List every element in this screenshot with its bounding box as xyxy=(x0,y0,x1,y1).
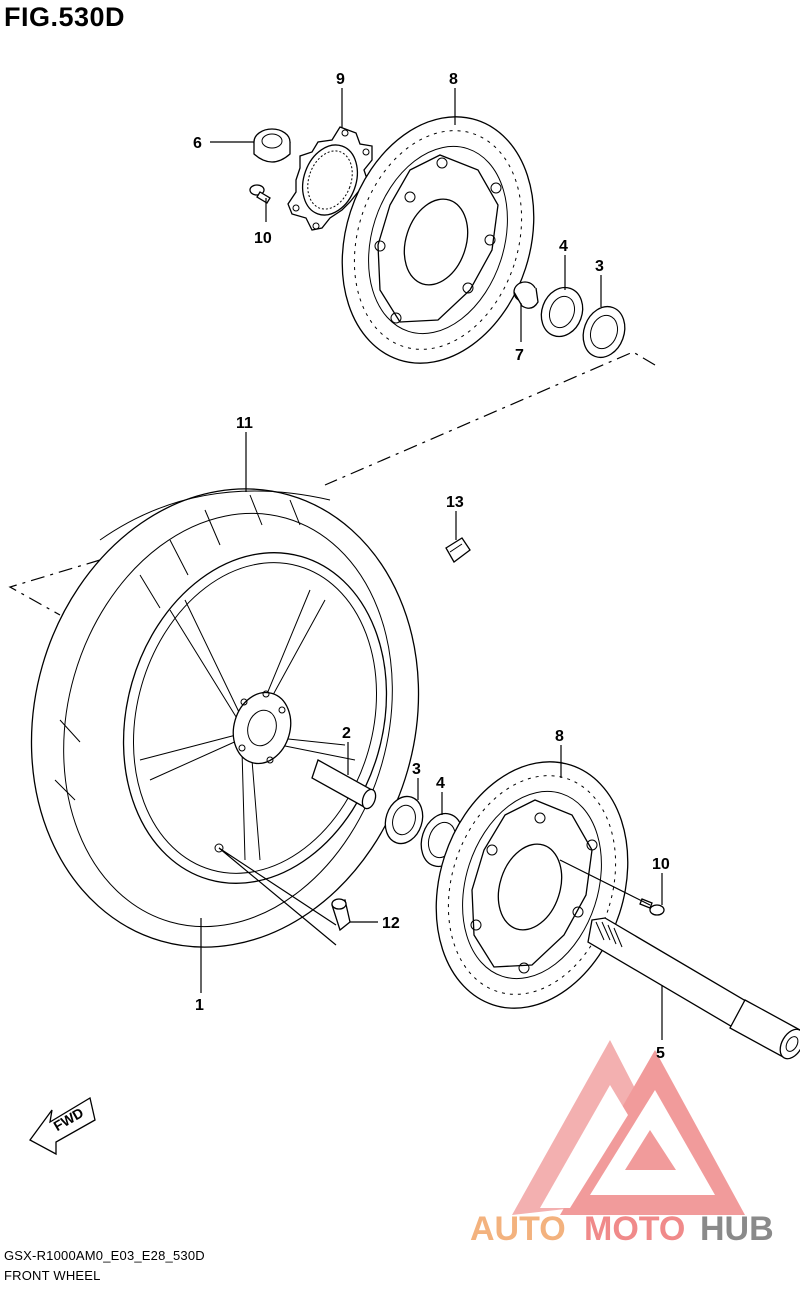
part-9-sensor-rotor xyxy=(287,126,373,231)
callout-10-lower: 10 xyxy=(652,856,670,873)
part-4-oil-seal-upper xyxy=(540,286,584,338)
watermark-text-hub: HUB xyxy=(700,1210,774,1248)
callout-3-lower: 3 xyxy=(412,761,421,778)
callout-8-upper: 8 xyxy=(449,71,458,88)
callout-labels: 9 8 6 10 4 3 7 11 13 2 8 3 4 10 12 1 5 xyxy=(193,71,670,1062)
callout-11: 11 xyxy=(236,415,253,432)
part-8-brake-disc-lower xyxy=(435,761,629,1009)
callout-5: 5 xyxy=(656,1045,665,1062)
callout-1: 1 xyxy=(195,997,204,1014)
callout-4-lower: 4 xyxy=(436,775,445,792)
caption-model-code: GSX-R1000AM0_E03_E28_530D xyxy=(4,1248,205,1263)
callout-9: 9 xyxy=(336,71,345,88)
part-3-bearing-lower xyxy=(384,795,424,845)
callout-6: 6 xyxy=(193,135,202,152)
part-13-balancer xyxy=(445,537,471,563)
callout-13: 13 xyxy=(446,494,464,511)
watermark-text-moto: MOTO xyxy=(584,1210,685,1248)
part-7-spacer xyxy=(513,281,539,309)
callout-7: 7 xyxy=(515,347,524,364)
watermark-logo xyxy=(512,1040,745,1215)
callout-12: 12 xyxy=(382,915,400,932)
fwd-direction-arrow: FWD xyxy=(29,1096,96,1156)
callout-8-lower: 8 xyxy=(555,728,564,745)
part-3-bearing-upper xyxy=(582,305,626,359)
part-12-valve xyxy=(331,898,351,932)
callout-3-upper: 3 xyxy=(595,258,604,275)
part-1-wheel-assembly xyxy=(30,488,420,948)
figure-title: FIG.530D xyxy=(4,2,126,32)
callout-2: 2 xyxy=(342,725,351,742)
callout-10-upper: 10 xyxy=(254,230,272,247)
part-2-spacer-tube xyxy=(311,759,377,810)
part-5-axle xyxy=(587,917,800,1060)
callout-4-upper: 4 xyxy=(559,238,568,255)
part-6-collar-nut xyxy=(253,128,291,163)
part-8-brake-disc-upper xyxy=(341,116,535,364)
part-10-bolt-upper xyxy=(249,184,271,204)
caption-name: FRONT WHEEL xyxy=(4,1268,101,1283)
watermark-text-auto: AUTO xyxy=(470,1210,566,1248)
leader-lines xyxy=(200,88,663,1040)
